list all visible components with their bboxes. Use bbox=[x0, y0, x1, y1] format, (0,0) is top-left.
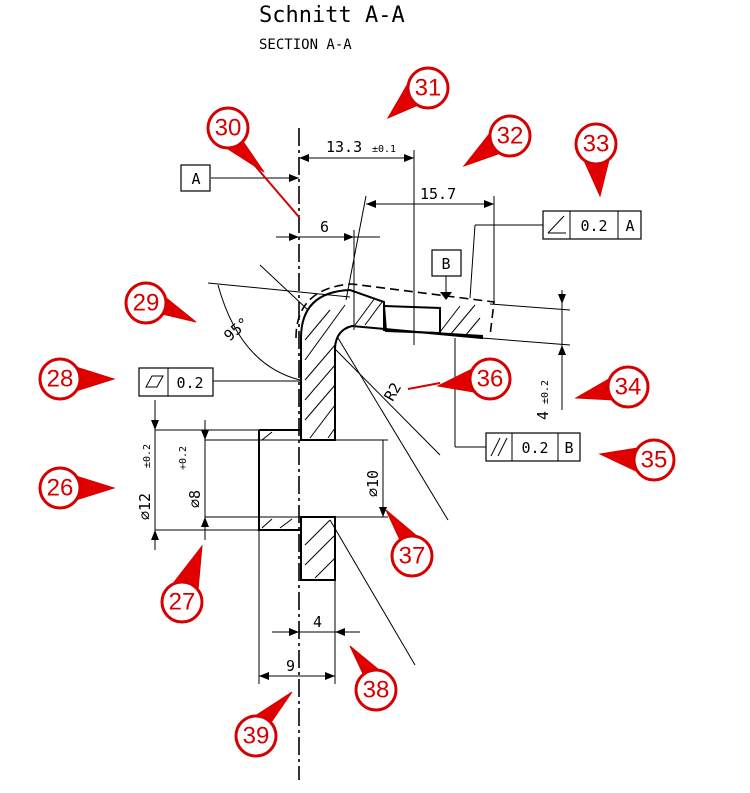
balloon-26[interactable]: 26 bbox=[38, 466, 116, 510]
balloon-28[interactable]: 28 bbox=[38, 357, 116, 401]
dim-dia-8-tol: +0.2 bbox=[178, 446, 189, 470]
svg-text:34: 34 bbox=[615, 374, 642, 401]
svg-text:33: 33 bbox=[583, 131, 610, 158]
balloon-39[interactable]: 39 bbox=[234, 691, 293, 758]
svg-text:39: 39 bbox=[243, 723, 270, 750]
dim-13-3-tol: ±0.1 bbox=[372, 144, 396, 155]
dim-6: 6 bbox=[320, 218, 329, 236]
drawing-title: Schnitt A-A bbox=[259, 3, 405, 28]
balloon-27[interactable]: 27 bbox=[160, 544, 204, 624]
balloon-36[interactable]: 36 bbox=[407, 357, 512, 401]
svg-text:36: 36 bbox=[477, 366, 504, 393]
dim-4-vertical-tol: ±0.2 bbox=[540, 380, 551, 404]
svg-text:30: 30 bbox=[215, 115, 242, 142]
fcf-angularity-datum: A bbox=[625, 217, 634, 235]
dim-4-vertical: 4 bbox=[534, 411, 552, 420]
dim-angle-95: 95° bbox=[220, 314, 252, 345]
pocket bbox=[382, 304, 441, 335]
svg-text:32: 32 bbox=[497, 123, 524, 150]
dim-15-7: 15.7 bbox=[420, 185, 456, 203]
fcf-parallelism-datum: B bbox=[564, 439, 573, 457]
arrowheads bbox=[151, 154, 566, 680]
datum-a-label: A bbox=[191, 170, 200, 188]
dimension-texts: 13.3 ±0.1 15.7 6 95° R2 4 ±0.2 ∅12 ±0.2 … bbox=[136, 138, 552, 675]
dim-dia-12: ∅12 bbox=[136, 493, 154, 520]
fcf-angularity-value: 0.2 bbox=[580, 217, 607, 235]
flatness-icon bbox=[145, 375, 164, 388]
parallelism-icon bbox=[490, 437, 508, 457]
fcf-flatness-value: 0.2 bbox=[176, 374, 203, 392]
balloon-35[interactable]: 35 bbox=[598, 438, 676, 482]
fcf-flatness: 0.2 bbox=[138, 367, 214, 397]
balloon-38[interactable]: 38 bbox=[349, 645, 398, 712]
dim-radius: R2 bbox=[380, 380, 405, 405]
dim-4-horizontal: 4 bbox=[313, 613, 322, 631]
svg-text:29: 29 bbox=[133, 290, 160, 317]
datum-b-label: B bbox=[441, 255, 450, 273]
balloon-29[interactable]: 29 bbox=[124, 281, 197, 325]
hole-outline bbox=[258, 429, 335, 531]
lower-wall-section bbox=[300, 516, 336, 581]
balloon-31[interactable]: 31 bbox=[386, 66, 450, 120]
dim-dia-12-tol: ±0.2 bbox=[142, 444, 153, 468]
wall-section bbox=[300, 288, 483, 441]
hatching bbox=[261, 297, 481, 579]
svg-text:26: 26 bbox=[47, 475, 74, 502]
balloon-30[interactable]: 30 bbox=[206, 106, 300, 218]
datum-b: B bbox=[431, 249, 462, 277]
svg-text:27: 27 bbox=[169, 589, 196, 616]
balloon-37[interactable]: 37 bbox=[385, 509, 434, 578]
svg-text:31: 31 bbox=[415, 75, 442, 102]
svg-text:37: 37 bbox=[399, 543, 426, 570]
balloon-34[interactable]: 34 bbox=[574, 365, 650, 409]
phantom-outline bbox=[295, 283, 495, 339]
dim-dia-10: ∅10 bbox=[364, 470, 382, 497]
dim-dia-8: ∅8 bbox=[186, 490, 204, 508]
angularity-icon bbox=[547, 215, 566, 234]
balloon-33[interactable]: 33 bbox=[574, 122, 618, 198]
svg-text:38: 38 bbox=[363, 677, 390, 704]
datum-a: A bbox=[180, 164, 211, 192]
balloon-32[interactable]: 32 bbox=[462, 114, 532, 168]
dim-13-3: 13.3 bbox=[326, 138, 362, 156]
dim-9: 9 bbox=[286, 657, 295, 675]
fcf-angularity: 0.2 A bbox=[542, 210, 642, 240]
fcf-parallelism: 0.2 B bbox=[485, 432, 581, 462]
dimension-lines bbox=[154, 150, 571, 684]
drawing-subtitle: SECTION A-A bbox=[259, 37, 352, 53]
balloons: 26 27 28 29 30 31 bbox=[38, 66, 676, 758]
svg-text:28: 28 bbox=[47, 366, 74, 393]
fcf-parallelism-value: 0.2 bbox=[521, 439, 548, 457]
svg-text:35: 35 bbox=[641, 447, 668, 474]
